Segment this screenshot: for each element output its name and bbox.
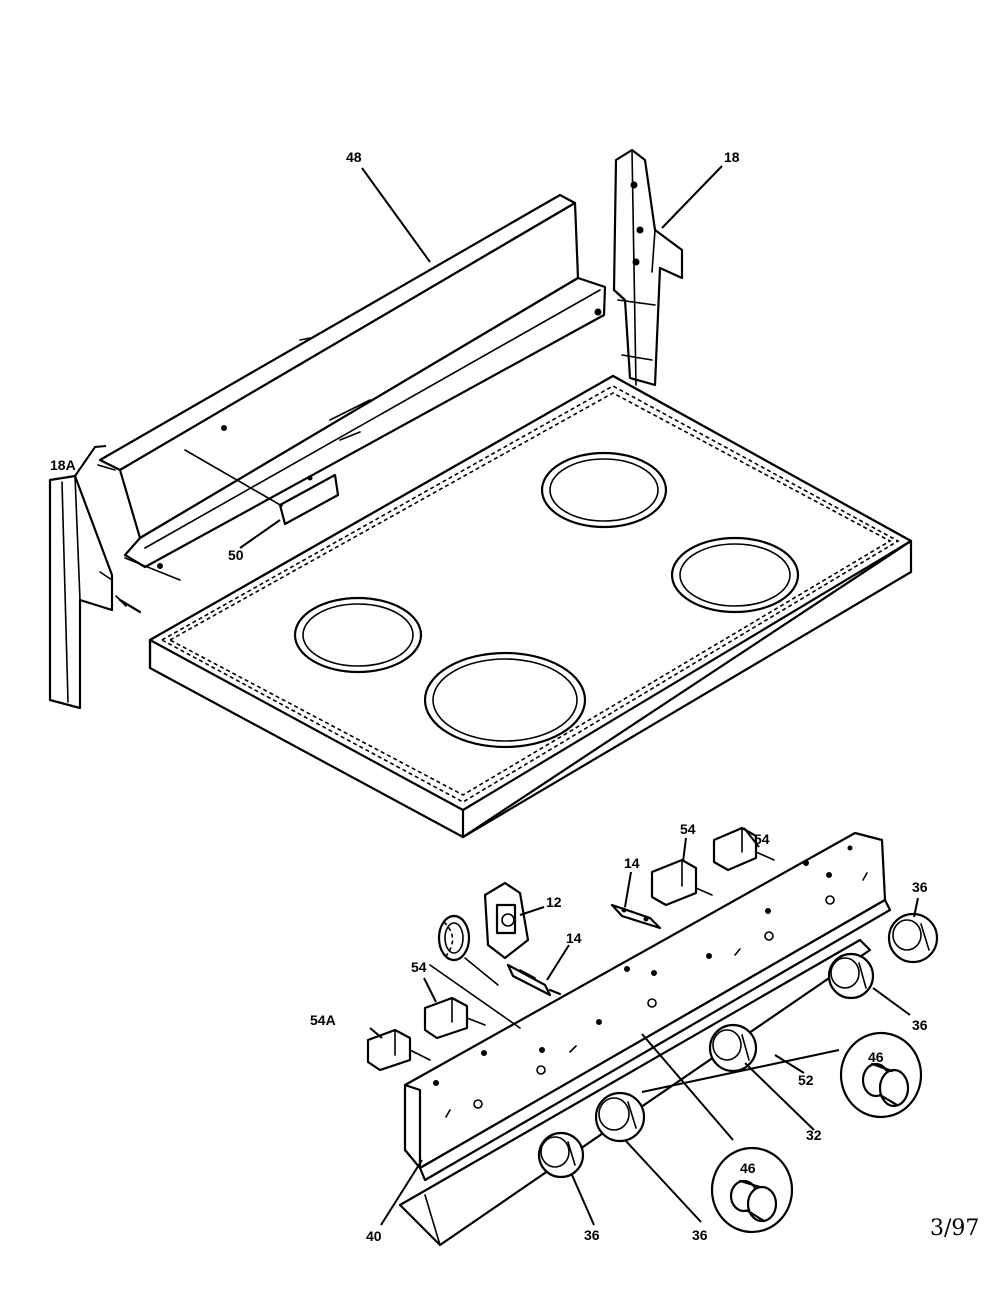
callout-36-top-right: 36	[912, 879, 928, 895]
callout-48: 48	[346, 149, 362, 165]
callout-46-right: 46	[868, 1049, 884, 1065]
end-cap-left-part	[48, 474, 142, 710]
callout-46-bottom: 46	[740, 1160, 756, 1176]
date-stamp: 3/97	[930, 1216, 979, 1241]
callout-50: 50	[228, 547, 244, 563]
switch-54-mid-part	[650, 858, 713, 907]
callout-14-left: 14	[566, 930, 582, 946]
callout-18: 18	[724, 149, 740, 165]
infinite-switch-part	[429, 881, 530, 1029]
switch-54-right-part	[712, 826, 775, 872]
terminal-right-part	[610, 903, 662, 930]
callout-12: 12	[546, 894, 562, 910]
backguard-part	[97, 193, 607, 581]
callout-labels: 48 18 18A 50 54 54 54 54A 14 14 12 36 36…	[50, 149, 979, 1244]
callout-54-right: 54	[754, 831, 770, 847]
knob-bottom-mid-part	[594, 1091, 646, 1143]
callout-54-mid: 54	[680, 821, 696, 837]
callout-32: 32	[806, 1127, 822, 1143]
leader-lines	[74, 165, 919, 1226]
cooktop-part	[148, 374, 913, 839]
callout-54-left: 54	[411, 959, 427, 975]
callout-18a: 18A	[50, 457, 76, 473]
callout-40: 40	[366, 1228, 382, 1244]
end-cap-right-part	[612, 148, 684, 387]
callout-36-bottom-mid: 36	[692, 1227, 708, 1243]
callout-36-right: 36	[912, 1017, 928, 1033]
switch-54-left-part	[423, 996, 486, 1040]
nameplate-part	[184, 449, 340, 526]
switch-54a-part	[366, 1028, 431, 1072]
callout-52: 52	[798, 1072, 814, 1088]
knob-detail-bottom-part	[710, 1146, 794, 1234]
control-panel-part	[398, 831, 892, 1247]
knob-right-part	[827, 952, 875, 1000]
knob-mid-part	[708, 1023, 758, 1073]
callout-14-right: 14	[624, 855, 640, 871]
callout-36-bottom-left: 36	[584, 1227, 600, 1243]
callout-54a: 54A	[310, 1012, 336, 1028]
knob-detail-right-part	[839, 1031, 923, 1119]
terminal-left-part	[506, 963, 562, 997]
knob-top-right-part	[887, 912, 939, 964]
knob-bottom-left-part	[537, 1131, 585, 1179]
